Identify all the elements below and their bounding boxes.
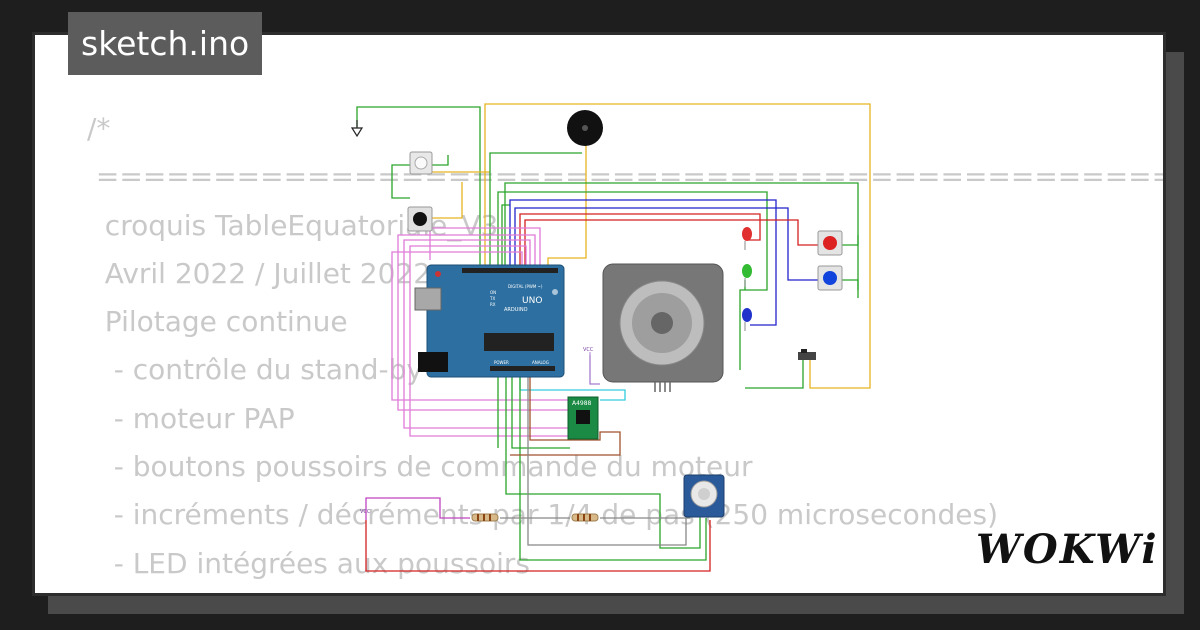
wire [365, 497, 470, 520]
resistor-2 [571, 513, 599, 522]
board-model-label: UNO [522, 296, 542, 306]
wire [497, 375, 707, 561]
stepper-motor [602, 263, 724, 392]
board-analog-label: ANALOG [532, 360, 549, 365]
vcc-label: VCC [360, 509, 371, 515]
board-power-label: POWER [494, 360, 509, 365]
wire [403, 239, 570, 429]
led-red [742, 227, 752, 250]
wire-group [356, 103, 871, 572]
code-line: Pilotage continue [87, 305, 348, 339]
wire [589, 355, 600, 385]
wire [524, 219, 818, 270]
led-blue [742, 308, 752, 331]
wokwi-logo: WOKWi [976, 526, 1159, 573]
pushbutton-red [817, 230, 843, 256]
wire [430, 171, 490, 219]
vcc-label: VCC [583, 347, 594, 353]
wire [840, 235, 859, 298]
wire [527, 375, 687, 546]
board-rx-label: RX [490, 302, 496, 307]
filename-tab: sketch.ino [68, 12, 263, 75]
wire [430, 155, 449, 166]
wire [505, 375, 701, 549]
wire [509, 199, 777, 326]
a4988-driver: A4988 [567, 396, 599, 440]
pushbutton-white [409, 151, 433, 175]
board-tx-label: TX [489, 296, 495, 301]
code-line: Avril 2022 / Juillet 2022 [87, 256, 432, 290]
resistor-1 [471, 513, 499, 522]
code-line: - boutons poussoirs de commande du moteu… [87, 450, 753, 484]
wire [365, 520, 711, 572]
wire [484, 103, 871, 389]
potentiometer [683, 474, 725, 518]
buzzer [567, 110, 603, 146]
ground-symbol [350, 120, 364, 138]
wire [497, 191, 768, 370]
wire [429, 227, 541, 270]
vcc-marker-resistor: VCC [360, 509, 371, 515]
code-line: /* [87, 112, 111, 145]
code-line: - moteur PAP [87, 401, 295, 435]
wire [744, 280, 804, 389]
wire [547, 140, 587, 270]
code-line: - contrôle du stand-by [87, 353, 423, 387]
wire [397, 234, 575, 411]
wire [391, 164, 410, 199]
wire [510, 375, 621, 456]
arduino-uno-board: UNO ARDUINO DIGITAL (PWM ~) ON TX RX POW… [414, 264, 565, 378]
code-line: - incréments / décréments par 1/4 de pas… [87, 498, 998, 532]
slide-switch [798, 349, 816, 360]
pushbutton-blue [817, 265, 843, 291]
board-brand-label: ARDUINO [504, 307, 528, 313]
code-listing: /* =====================================… [87, 105, 1163, 593]
wire [514, 207, 818, 281]
pushbutton-black [407, 206, 433, 232]
code-line: croquis TableEquatoriale_V3 [87, 208, 499, 242]
driver-label: A4988 [572, 400, 592, 407]
board-on-label: ON [490, 290, 496, 295]
code-line: ========================================… [95, 160, 1163, 194]
wire [391, 251, 580, 401]
code-line: - LED intégrées aux poussoirs [87, 546, 531, 580]
board-digital-label: DIGITAL (PWM ~) [508, 284, 543, 289]
wire [519, 213, 761, 270]
vcc-marker-driver: VCC [583, 347, 594, 360]
wire [356, 106, 481, 270]
wire [409, 245, 572, 437]
led-green [742, 264, 752, 287]
wire [489, 152, 582, 270]
